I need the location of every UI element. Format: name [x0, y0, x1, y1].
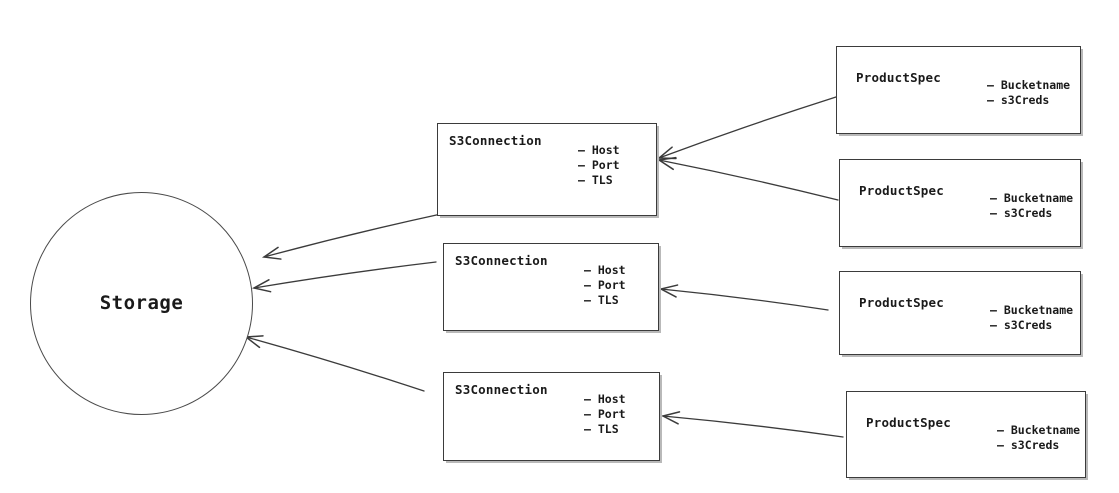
connection-2-to-storage: [253, 261, 437, 289]
spec-field: – s3Creds: [987, 93, 1050, 108]
connection-field: – TLS: [584, 293, 619, 308]
spec-4-to-connection-3-head: [660, 411, 681, 425]
storage-circle[interactable]: [30, 192, 253, 415]
spec-field: – s3Creds: [990, 206, 1053, 221]
spec-3-to-connection-2: [660, 288, 829, 311]
connection-3-to-storage: [245, 336, 425, 392]
connection-field: – Host: [578, 143, 620, 157]
spec-2-to-connection-1-head: [656, 156, 677, 171]
connection-field: – Port: [578, 158, 620, 173]
spec-field: – Bucketname: [997, 423, 1081, 437]
storage-label: Storage: [99, 291, 184, 314]
connection-1-to-storage: [263, 213, 442, 258]
connection-title: S3Connection: [455, 382, 548, 397]
spec-field: – s3Creds: [997, 438, 1060, 453]
connection-field: – TLS: [584, 422, 619, 437]
spec-2-to-connection-1: [658, 159, 839, 201]
spec-box[interactable]: [846, 391, 1086, 478]
spec-field: – Bucketname: [990, 191, 1074, 205]
connection-field: – TLS: [578, 173, 613, 188]
connection-field: – Host: [584, 263, 626, 277]
spec-field: – Bucketname: [987, 78, 1071, 92]
connection-title: S3Connection: [455, 253, 548, 268]
connection-box[interactable]: [443, 243, 659, 331]
spec-fields: – Bucketname– s3Creds: [987, 78, 1070, 108]
connection-box[interactable]: [437, 123, 657, 216]
spec-1-to-connection-1-head: [656, 146, 677, 160]
spec-title: ProductSpec: [856, 70, 941, 85]
connection-title: S3Connection: [449, 133, 542, 148]
spec-field: – Bucketname: [990, 303, 1074, 317]
spec-1-to-connection-1: [658, 96, 837, 159]
connection-box[interactable]: [443, 372, 660, 461]
connection-1-to-storage-head: [261, 246, 282, 260]
spec-box[interactable]: [839, 271, 1081, 355]
spec-3-to-connection-2-head: [658, 284, 679, 298]
spec-4-to-connection-3: [662, 415, 844, 438]
connection-field: – Host: [584, 392, 626, 406]
connection-3-to-storage-head: [243, 335, 264, 349]
connection-field: – Port: [584, 278, 626, 293]
connection-2-to-storage-head: [251, 279, 272, 293]
spec-box[interactable]: [839, 159, 1081, 247]
spec-fields: – Bucketname– s3Creds: [997, 423, 1080, 453]
spec-title: ProductSpec: [866, 415, 951, 430]
connection-fields: – Host– Port– TLS: [584, 263, 626, 309]
connection-fields: – Host– Port– TLS: [578, 143, 620, 189]
spec-box[interactable]: [836, 46, 1081, 134]
spec-fields: – Bucketname– s3Creds: [990, 191, 1073, 221]
connection-field: – Port: [584, 407, 626, 422]
spec-title: ProductSpec: [859, 183, 944, 198]
spec-title: ProductSpec: [859, 295, 944, 310]
spec-fields: – Bucketname– s3Creds: [990, 303, 1073, 333]
connection-fields: – Host– Port– TLS: [584, 392, 626, 438]
spec-field: – s3Creds: [990, 318, 1053, 333]
